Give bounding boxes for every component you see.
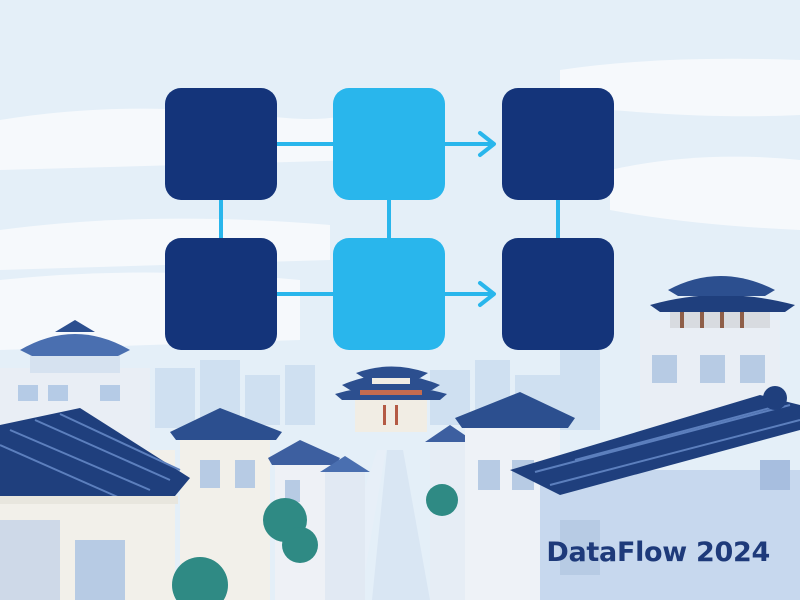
diagram-node-n5 [333, 238, 445, 350]
brand-wordmark: DataFlow 2024 [546, 537, 770, 568]
diagram-node-n4 [165, 238, 277, 350]
diagram-node-n6 [502, 238, 614, 350]
right-buildings [425, 276, 795, 600]
diagram-node-n1 [165, 88, 277, 200]
central-pagoda [335, 366, 447, 432]
left-foreground-building [0, 408, 228, 600]
street [372, 450, 430, 600]
connector-n2-n3 [445, 131, 496, 157]
distant-buildings [155, 350, 600, 430]
connector-n5-n6 [445, 281, 496, 307]
diagram-node-n2 [333, 88, 445, 200]
diagram-node-n3 [502, 88, 614, 200]
flow-diagram [165, 88, 614, 350]
right-foreground-building [510, 386, 800, 600]
